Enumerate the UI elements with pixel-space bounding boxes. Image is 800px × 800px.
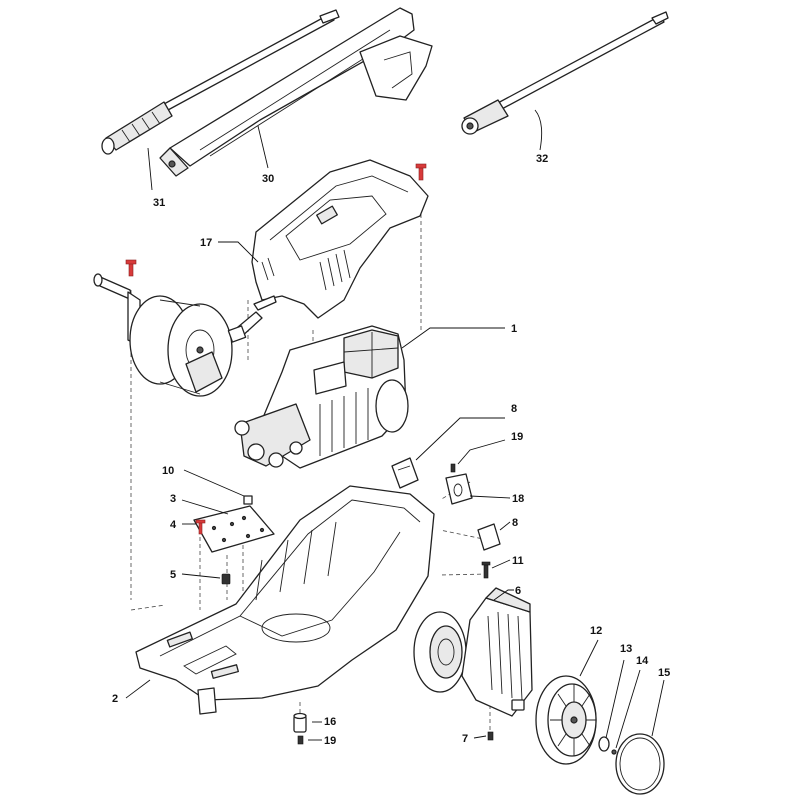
clip-ring-part-14[interactable]: 14 [611, 655, 649, 755]
rotary-lance-part-32[interactable]: 32 [461, 11, 669, 165]
callout-32: 32 [536, 153, 548, 165]
callout-2: 2 [112, 693, 118, 705]
callout-31: 31 [153, 197, 165, 209]
screw-part-19-bottom[interactable]: 19 [297, 735, 336, 747]
callout-5: 5 [170, 569, 176, 581]
washer-part-13[interactable]: 13 [598, 643, 632, 752]
plate-part-3[interactable]: 3 [170, 493, 275, 553]
top-cover-part-17[interactable]: 17 [200, 159, 429, 319]
callout-19-bottom: 19 [324, 735, 336, 747]
clip-part-8-upper[interactable]: 8 [391, 403, 517, 489]
callout-30: 30 [262, 173, 274, 185]
bracket-part-18[interactable]: 18 [445, 473, 524, 505]
lance-part-31[interactable]: 31 [101, 9, 340, 209]
screw-part-11[interactable]: 11 [481, 555, 524, 579]
callout-6: 6 [515, 585, 521, 597]
callout-4: 4 [170, 519, 177, 531]
screw-part-7[interactable]: 7 [462, 731, 494, 745]
motor-pump-part-1[interactable]: 1 [234, 323, 517, 469]
reel-screw [125, 259, 137, 277]
callout-14: 14 [636, 655, 649, 667]
callout-12: 12 [590, 625, 602, 637]
callout-3: 3 [170, 493, 176, 505]
screw-part-4[interactable]: 4 [170, 519, 206, 535]
spacer-part-16[interactable]: 16 [293, 712, 336, 733]
screw-part-19-upper[interactable]: 19 [450, 431, 523, 473]
callout-7: 7 [462, 733, 468, 745]
axle-housing-part-6[interactable]: 6 [413, 585, 533, 717]
clip-part-8-lower[interactable]: 8 [477, 517, 518, 551]
callout-17: 17 [200, 237, 212, 249]
cover-screw [415, 163, 427, 181]
callout-16: 16 [324, 716, 336, 728]
callout-13: 13 [620, 643, 632, 655]
callout-18: 18 [512, 493, 524, 505]
callout-19-upper: 19 [511, 431, 523, 443]
hose-reel-assembly[interactable] [93, 273, 277, 397]
callout-11: 11 [512, 555, 524, 567]
spray-gun-part-30[interactable]: 30 [159, 7, 433, 185]
nut-part-10[interactable]: 10 [162, 465, 253, 505]
hub-cap-part-15[interactable]: 15 [615, 667, 670, 795]
callout-1: 1 [511, 323, 517, 335]
callout-8-upper: 8 [511, 403, 517, 415]
chassis-part-2[interactable]: 2 [112, 485, 435, 715]
callout-15: 15 [658, 667, 670, 679]
wheel-part-12[interactable]: 12 [535, 625, 602, 765]
foot-part-5[interactable]: 5 [170, 569, 231, 585]
callout-10: 10 [162, 465, 174, 477]
callout-8-lower: 8 [512, 517, 518, 529]
